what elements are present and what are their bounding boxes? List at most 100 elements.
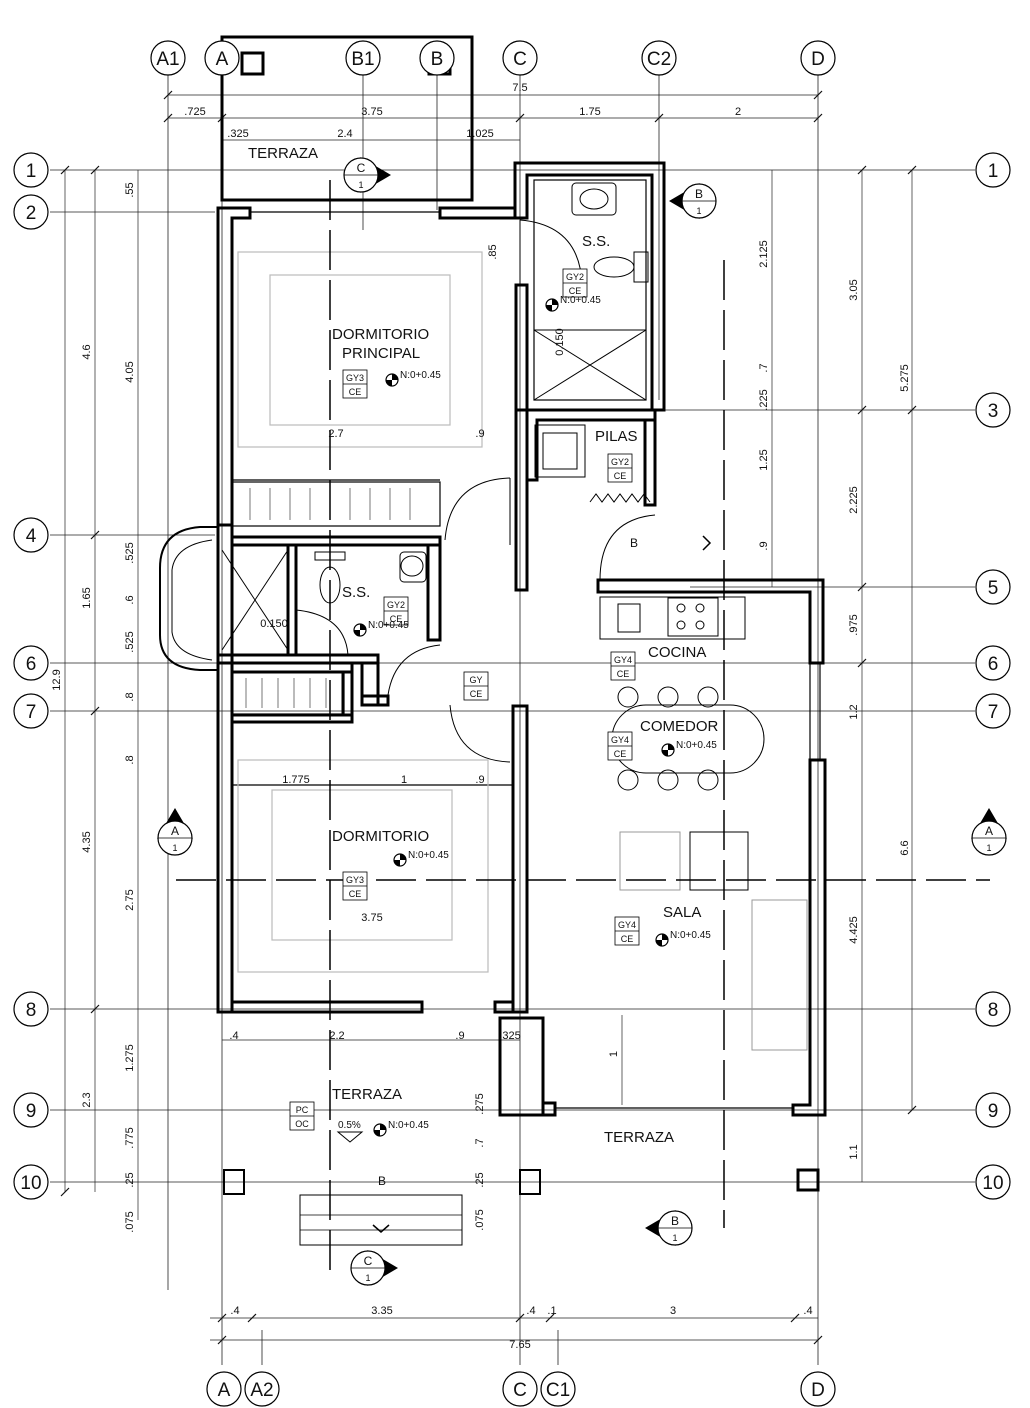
finish-tag-top: GY2 xyxy=(387,600,405,610)
stair-label: B xyxy=(378,1174,386,1188)
dimension-in-4: .9 xyxy=(475,428,484,440)
dimension-right-a2: 6.6 xyxy=(899,840,911,855)
grid-label-left: 2 xyxy=(26,203,37,224)
grid-label-bottom: A xyxy=(218,1380,231,1401)
dimension-left-b12: .075 xyxy=(124,1211,136,1232)
finish-tag-bottom: CE xyxy=(569,286,582,296)
dimension-bottom-2: 3.35 xyxy=(371,1305,392,1317)
grid-label-bottom: A2 xyxy=(250,1380,273,1401)
grid-label-top: B1 xyxy=(351,49,374,70)
dimension-left-a2: 1.65 xyxy=(81,587,93,608)
finish-tag-bottom: CE xyxy=(621,934,634,944)
room-dormitorio: DORMITORIO xyxy=(332,828,429,845)
grid-bubble-left xyxy=(13,645,49,681)
level-label: N:0+0.45 xyxy=(670,930,711,941)
section-letter: A xyxy=(171,824,179,838)
finish-tag-bottom: OC xyxy=(295,1119,309,1129)
dimension-bottom-5: 3 xyxy=(670,1305,676,1317)
grid-bubble-left xyxy=(13,152,49,188)
dimension-in-8: .9 xyxy=(475,774,484,786)
grid-label-top: B xyxy=(431,49,444,70)
grid-label-top: D xyxy=(811,49,825,70)
grid-bubble-bottom xyxy=(244,1371,280,1407)
section-number: 1 xyxy=(986,843,991,853)
grid-bubble-top xyxy=(204,40,240,76)
grid-label-left: 7 xyxy=(26,702,37,723)
grid-bubble-right xyxy=(975,991,1011,1027)
dimension-left-a4: 2.3 xyxy=(81,1092,93,1107)
dimension-in-7: 1 xyxy=(401,774,407,786)
grid-label-right: 9 xyxy=(988,1101,999,1122)
room-ss-2: S.S. xyxy=(342,584,370,601)
door-b-label: B xyxy=(630,536,638,550)
dimension-in-6: 1.775 xyxy=(282,774,310,786)
dimension-right-c1: 2.125 xyxy=(758,240,770,268)
dimension-bottom-3: .4 xyxy=(526,1305,535,1317)
section-number: 1 xyxy=(358,180,363,190)
room-labels: TERRAZA S.S. DORMITORIO PRINCIPAL PILAS … xyxy=(248,145,719,1146)
grid-bubble-bottom xyxy=(502,1371,538,1407)
finish-tag-top: GY4 xyxy=(618,920,636,930)
closet-hatching xyxy=(245,488,411,708)
section-number: 1 xyxy=(365,1273,370,1283)
dimension-in-18: .075 xyxy=(474,1209,486,1230)
bay-window xyxy=(159,526,218,671)
dimension-in-12: .9 xyxy=(455,1030,464,1042)
grid-bubble-top xyxy=(502,40,538,76)
grid-label-top: A1 xyxy=(156,49,179,70)
finish-tag-top: GY3 xyxy=(346,373,364,383)
grid-label-top: A xyxy=(216,49,229,70)
grid-label-top: C xyxy=(513,49,527,70)
slope-marker: 0.5% xyxy=(336,1120,364,1143)
grid-label-bottom: C xyxy=(513,1380,527,1401)
level-markers: N:0+0.45N:0+0.45N:0+0.45N:0+0.45N:0+0.45… xyxy=(353,295,717,1137)
grid-bubble-bottom xyxy=(540,1371,576,1407)
dimension-left-b7: .8 xyxy=(124,755,136,764)
dimension-left-b4: .6 xyxy=(124,595,136,604)
dimension-in-2: 0.150 xyxy=(554,328,566,356)
grid-bubble-left xyxy=(13,194,49,230)
room-terraza-front: TERRAZA xyxy=(332,1086,402,1103)
dimension-left-total: 12.9 xyxy=(51,669,63,690)
dimension-in-1: .85 xyxy=(487,244,499,259)
dimension-top-6: 2.4 xyxy=(337,128,352,140)
grid-label-left: 8 xyxy=(26,1000,37,1021)
dimension-left-a1: 4.6 xyxy=(81,344,93,359)
dimension-bottom-1: .4 xyxy=(230,1305,239,1317)
grid-bubble-left xyxy=(13,991,49,1027)
dimension-left-a3: 4.35 xyxy=(81,831,93,852)
dimension-right-b4: 1.2 xyxy=(848,704,860,719)
grid-label-right: 10 xyxy=(982,1173,1003,1194)
room-dorm-principal-2: PRINCIPAL xyxy=(342,345,420,362)
dimension-left-b2: 4.05 xyxy=(124,361,136,382)
slope-label: 0.5% xyxy=(338,1120,361,1131)
dimension-in-10: .4 xyxy=(229,1030,238,1042)
finish-tag-top: GY3 xyxy=(346,875,364,885)
dimension-left-b8: 2.75 xyxy=(124,889,136,910)
dimension-in-17: .25 xyxy=(474,1172,486,1187)
grid-bubble-top xyxy=(345,40,381,76)
column-a-top xyxy=(240,51,265,76)
dimension-in-16: .7 xyxy=(474,1138,486,1147)
door-b-marker: B xyxy=(630,535,712,551)
grid-label-right: 3 xyxy=(988,401,999,422)
grid-label-top: C2 xyxy=(647,49,671,70)
room-cocina: COCINA xyxy=(648,644,706,661)
grid-bubble-top xyxy=(419,40,455,76)
room-dorm-principal-1: DORMITORIO xyxy=(332,326,429,343)
grid-label-right: 7 xyxy=(988,702,999,723)
dimension-left-b9: 1.275 xyxy=(124,1044,136,1072)
level-label: N:0+0.45 xyxy=(400,370,441,381)
section-number: 1 xyxy=(696,206,701,216)
dimension-in-11: 2.2 xyxy=(329,1030,344,1042)
grid-label-right: 5 xyxy=(988,578,999,599)
finish-tag-bottom: CE xyxy=(390,614,403,624)
dimension-bottom-total: 7.65 xyxy=(509,1339,530,1351)
finish-tag-top: GY4 xyxy=(611,735,629,745)
grid-bubble-right xyxy=(975,1092,1011,1128)
dimension-in-14: 1 xyxy=(608,1051,620,1057)
dimension-in-5: 0.150 xyxy=(260,618,288,630)
grid-bubble-left xyxy=(13,517,49,553)
